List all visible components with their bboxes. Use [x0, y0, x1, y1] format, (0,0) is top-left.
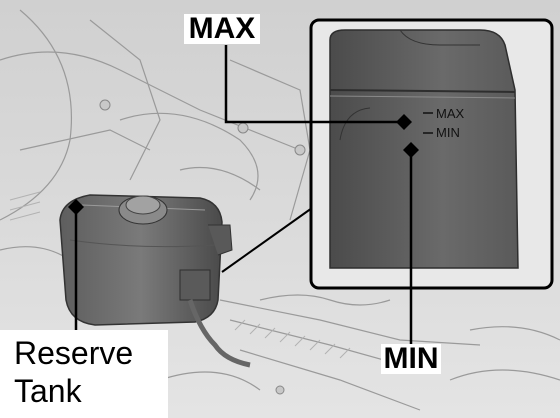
inset-connector-line: [221, 207, 313, 273]
leader-diamonds: [68, 114, 419, 215]
bolt: [237, 122, 249, 134]
inset-magnified-view: [309, 18, 554, 290]
min-callout-label: MIN: [381, 344, 441, 374]
bolt: [294, 144, 306, 156]
max-callout-label: MAX: [184, 14, 260, 44]
min-pointer-diamond: [403, 142, 419, 158]
tank-max-marking: MAX: [436, 106, 465, 121]
inset-tank-body: [329, 29, 519, 269]
engine-bay-grooves: [9, 191, 351, 359]
reserve-tank-pointer-diamond: [68, 199, 84, 215]
bolt: [99, 99, 111, 111]
max-leader-line: [224, 45, 404, 124]
tank-min-marking: MIN: [436, 125, 460, 140]
engine-bay-lines: [0, 9, 560, 411]
reserve-tank-label-line1: Reserve: [14, 335, 134, 371]
reserve-tank-label-line2: Tank: [14, 373, 82, 409]
reserve-tank: [59, 194, 251, 368]
leader-lines: [74, 45, 413, 345]
bolt: [275, 385, 285, 395]
reserve-tank-callout-label: Reserve Tank: [0, 330, 168, 418]
max-pointer-diamond: [396, 114, 412, 130]
